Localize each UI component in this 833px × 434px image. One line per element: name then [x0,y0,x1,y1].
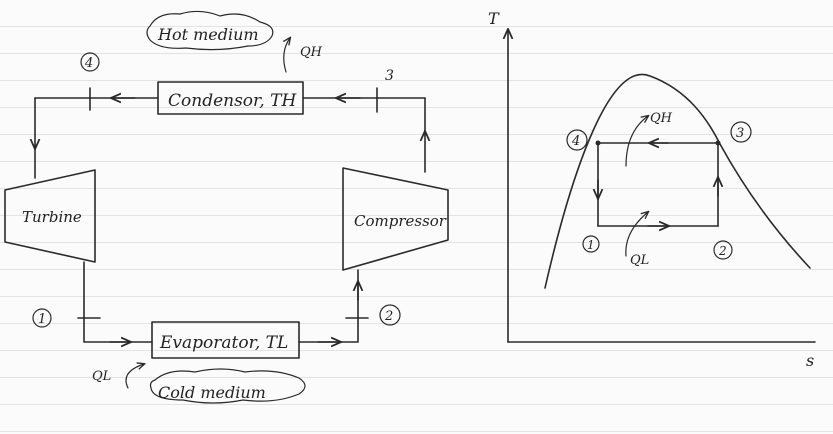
s-axis-label: s [806,351,814,370]
ts-diagram: T s 4 3 1 2 QH QL [488,9,816,370]
left-line-lower [83,261,153,343]
ts-state-4-circle [566,129,588,151]
state-1-circle [32,308,52,328]
q-l-arrow [125,364,144,389]
ts-state-4-label: 4 [571,134,580,149]
ts-q-l-arrow [625,212,648,257]
ts-state-3-circle [730,121,752,143]
q-h-label: QH [300,45,323,60]
hot-medium-label: Hot medium [157,25,259,44]
evaporator-box [151,321,300,359]
state-4-circle [80,52,100,72]
state-3-point [715,140,721,146]
state-2-label: 2 [384,309,393,324]
ts-q-h-label: QH [650,111,673,126]
state-3-label: 3 [385,68,394,84]
condenser-label: Condensor, TH [168,91,297,111]
t-axis-label: T [488,9,500,28]
q-l-label: QL [92,369,111,384]
state-2-circle [379,304,401,326]
condenser-box [157,81,304,115]
ts-state-1-label: 1 [587,238,595,252]
ts-q-l-label: QL [630,253,649,268]
q-h-arrow [284,38,290,73]
cold-medium-label: Cold medium [158,383,266,402]
ts-state-2-circle [713,240,733,260]
hot-medium-outline [146,10,274,51]
ts-state-3-label: 3 [736,126,744,141]
cycle-schematic: Hot medium QH Condensor, TH 4 3 Turbine … [4,10,449,404]
saturation-dome [544,73,811,289]
turbine-shape [4,169,96,263]
evaporator-label: Evaporator, TL [159,333,288,353]
compressor-label: Compressor [354,212,447,230]
state-4-point [595,140,601,146]
ts-state-1-circle [582,235,600,253]
ts-q-h-arrow [625,116,648,167]
turbine-label: Turbine [22,208,82,226]
state-1-label: 1 [38,312,46,327]
cold-medium-outline [149,368,306,404]
ts-state-2-label: 2 [718,244,727,258]
compressor-shape [342,167,449,271]
right-line-lower [298,269,359,343]
state-4-label: 4 [84,56,93,71]
